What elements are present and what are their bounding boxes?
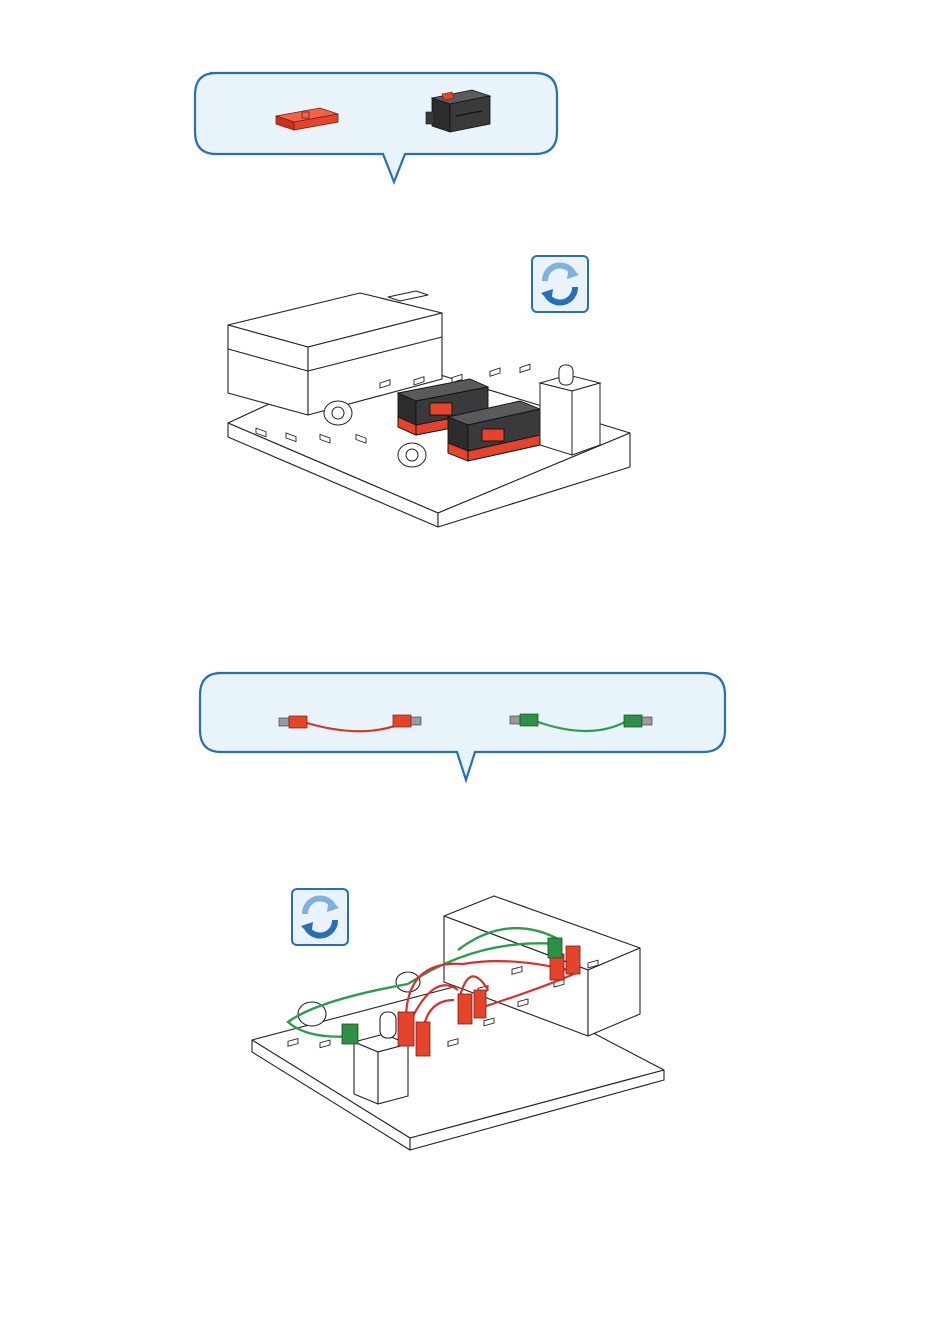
parts-bubble-step1	[190, 70, 560, 190]
hinge-peg-left	[324, 401, 352, 425]
hinge-peg-right	[398, 443, 426, 467]
assembly-step2	[248, 890, 668, 1152]
parts-bubble-step2	[195, 670, 730, 785]
lamp-assembly	[540, 365, 600, 455]
assembly-step1	[220, 285, 640, 530]
